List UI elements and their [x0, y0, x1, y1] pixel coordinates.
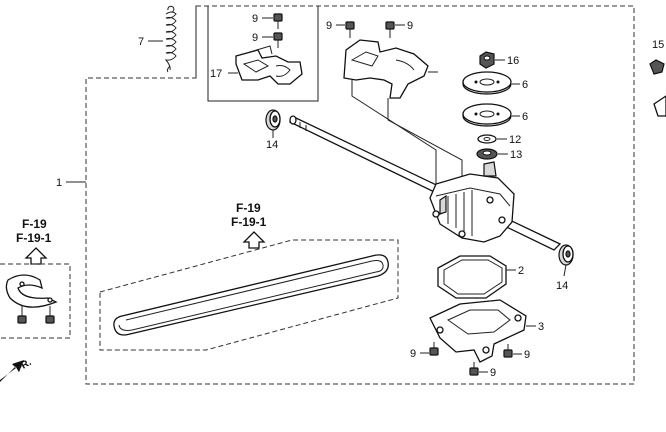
callout-14-right: 14 [556, 280, 568, 292]
callout-13: 13 [510, 149, 522, 161]
bearing-part-13[interactable] [476, 148, 498, 160]
callout-2: 2 [518, 265, 524, 277]
callout-1: 1 [56, 177, 62, 189]
front-direction-marker: FR. [0, 357, 34, 382]
callout-14-left: 14 [266, 139, 278, 151]
subframe-17 [195, 6, 319, 102]
gearbox-housing[interactable] [429, 161, 515, 243]
arrow-up-left-icon [24, 247, 48, 265]
washer-part-12[interactable] [477, 134, 497, 144]
callout-9-bot1: 9 [410, 348, 416, 360]
callout-9-bot3: 9 [490, 367, 496, 379]
bolt-9-mid1[interactable] [345, 21, 355, 38]
callout-9-bot2: 9 [524, 349, 530, 361]
seal-part-14-right[interactable] [558, 244, 574, 266]
left-ref-f19: F-19 [22, 217, 47, 231]
part-15-partial[interactable] [649, 59, 666, 117]
spring-part-7[interactable] [164, 5, 177, 73]
bolt-9-mid2[interactable] [385, 21, 395, 38]
bracket-part-17[interactable] [235, 45, 303, 85]
left-bolt-2[interactable] [45, 306, 55, 324]
bolt-9-bot1[interactable] [429, 342, 439, 356]
drive-belt[interactable] [113, 254, 389, 336]
callout-16: 16 [507, 55, 519, 67]
cover-plate-part-3[interactable] [429, 299, 527, 363]
belt-ref-f19-1: F-19-1 [231, 215, 267, 229]
callout-6a: 6 [522, 79, 528, 91]
bolt-9-bot2[interactable] [503, 344, 513, 358]
upper-bracket[interactable] [343, 39, 438, 99]
callout-9-top1: 9 [252, 13, 258, 25]
callout-9-top2: 9 [252, 32, 258, 44]
belt-ref-f19: F-19 [236, 201, 261, 215]
front-marker-label: FR. [14, 357, 34, 375]
callout-9-mid2: 9 [407, 20, 413, 32]
pulley-part-6a[interactable] [462, 71, 512, 95]
left-hook-bracket[interactable] [5, 274, 58, 308]
pulley-part-6b[interactable] [462, 103, 512, 127]
callout-7: 7 [138, 36, 144, 48]
bolt-9-bot3[interactable] [469, 362, 479, 376]
nut-part-16[interactable] [479, 51, 495, 69]
left-bolt-1[interactable] [17, 306, 27, 324]
callout-12: 12 [509, 134, 521, 146]
callout-17: 17 [210, 68, 222, 80]
belt-outline-box [99, 239, 399, 351]
left-ref-f19-1: F-19-1 [16, 231, 52, 245]
guide-line-b [387, 98, 463, 178]
callout-15: 15 [652, 39, 664, 51]
arrow-up-belt-icon [242, 231, 266, 249]
left-bracket-box [0, 263, 71, 339]
callout-3: 3 [538, 321, 544, 333]
callout-6b: 6 [522, 111, 528, 123]
bolt-9-top1[interactable] [273, 13, 283, 29]
bolt-9-top2[interactable] [273, 32, 283, 48]
gasket-part-2[interactable] [437, 255, 507, 299]
seal-part-14-left[interactable] [265, 109, 281, 131]
callout-9-mid1: 9 [326, 20, 332, 32]
leader-14-right [563, 264, 567, 277]
